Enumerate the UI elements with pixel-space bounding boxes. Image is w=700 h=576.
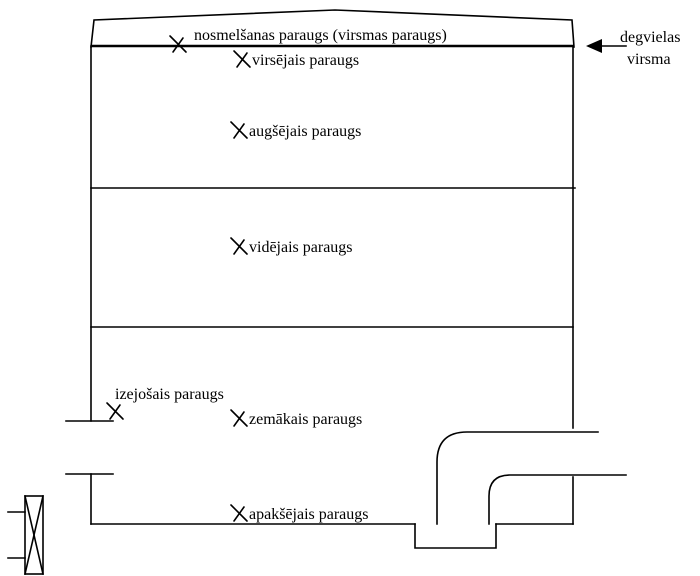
cross-marker-icon — [233, 50, 251, 68]
fuel-surface-label-line2: virsma — [627, 51, 671, 68]
inlet-pipe-inner — [488, 474, 627, 525]
cross-marker-icon — [106, 402, 124, 420]
valve-icon — [7, 495, 44, 575]
cross-marker-icon — [230, 121, 248, 139]
cross-marker-icon — [230, 504, 248, 522]
bottom-sample-label: apakšējais paraugs — [249, 506, 369, 523]
cross-marker-icon — [230, 409, 248, 427]
tank-sump — [414, 523, 497, 549]
surface-sample-label: nosmelšanas paraugs (virsmas paraugs) — [194, 27, 447, 44]
upper-sample-label: augšējais paraugs — [249, 123, 361, 140]
cross-marker-icon — [230, 237, 248, 255]
outlet-sample-label: izejošais paraugs — [115, 386, 224, 403]
inlet-pipe-outer — [436, 431, 599, 525]
middle-sample-label: vidējais paraugs — [249, 239, 353, 256]
lower-sample-label: zemākais paraugs — [249, 411, 362, 428]
cross-marker-icon — [169, 35, 187, 53]
top-sample-label: virsējais paraugs — [252, 52, 359, 69]
arrow-left-icon — [586, 39, 627, 53]
fuel-surface-label-line1: degvielas — [620, 29, 680, 46]
tank-roof — [90, 9, 575, 48]
